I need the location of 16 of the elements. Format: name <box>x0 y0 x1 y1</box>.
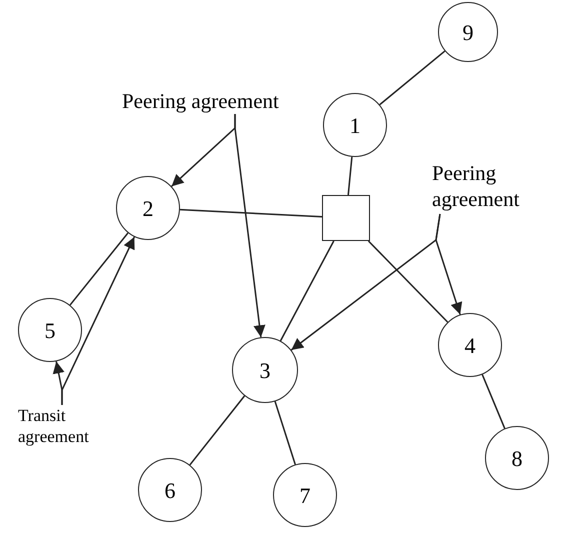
link-line <box>280 240 334 342</box>
link-line <box>189 395 246 466</box>
arrow <box>290 214 441 351</box>
link-line <box>180 208 322 218</box>
arrow <box>234 114 266 338</box>
link-line <box>347 156 353 196</box>
arrow <box>61 236 135 405</box>
link-line <box>274 401 296 465</box>
annotation-text: Transit agreement <box>18 405 128 448</box>
square-node <box>322 195 370 241</box>
link-line <box>379 50 446 106</box>
annotation-text: Peering agreement <box>122 88 297 114</box>
annotation-text: Peering agreement <box>432 160 542 212</box>
link-line <box>69 232 129 306</box>
link-line <box>368 240 448 323</box>
link-line <box>482 374 506 429</box>
